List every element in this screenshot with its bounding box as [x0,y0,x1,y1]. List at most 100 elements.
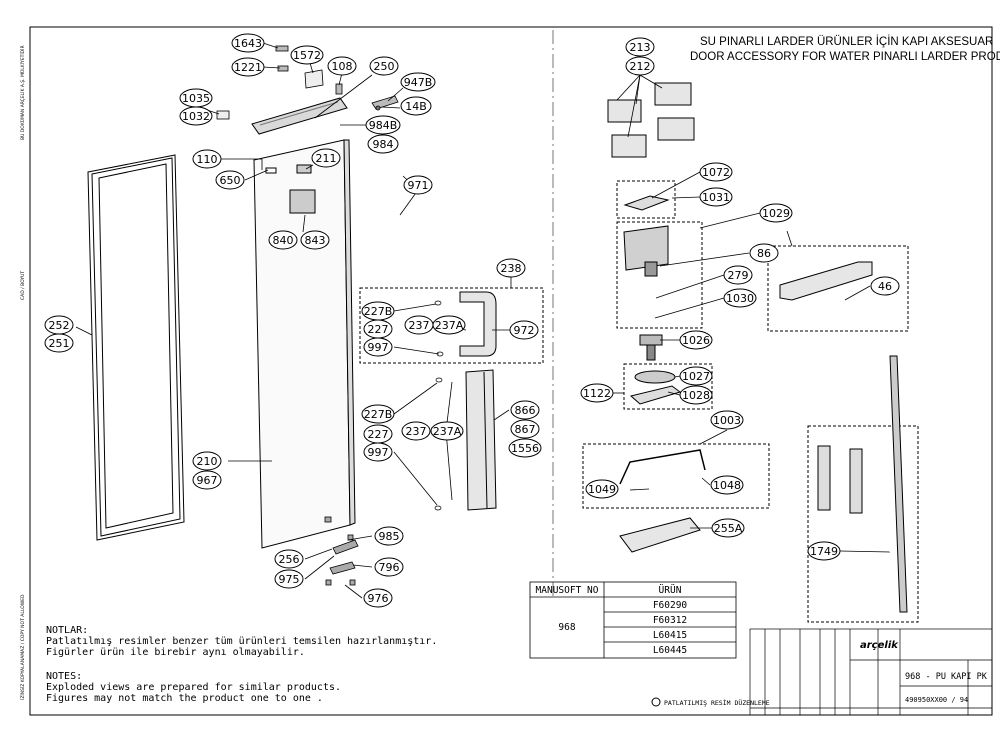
svg-text:227B: 227B [364,305,393,318]
drawing-title: 968 - PU KAPI PK [905,672,988,682]
svg-text:279: 279 [728,269,749,282]
notes-tr-heading: NOTLAR: [46,625,88,636]
svg-text:1028: 1028 [682,389,710,402]
bottom-hinge [324,516,359,586]
model-table-text: MANUSOFT NO ÜRÜN 968 F60290 F60312 L6041… [536,585,688,656]
svg-text:212: 212 [630,60,651,73]
svg-text:1122: 1122 [583,387,611,400]
notes-en-line-1: Exploded views are prepared for similar … [46,682,341,693]
callout-1122: 1122 [580,383,614,403]
callout-108: 108 [327,56,357,76]
callout-975: 975 [274,569,304,589]
callout-250: 250 [369,56,399,76]
svg-text:1556: 1556 [511,442,539,455]
callout-227-lower: 227 [363,424,393,444]
strips [817,445,863,514]
svg-text:CAD / BOYUT: CAD / BOYUT [20,271,26,300]
table-model-value: 968 [558,622,575,633]
stamp-text: PATLATILMIŞ RESİM DÜZENLEME [664,698,770,707]
svg-text:255A: 255A [714,522,743,535]
callout-1030: 1030 [723,288,757,308]
svg-text:237A: 237A [435,319,464,332]
header-title-en: DOOR ACCESSORY FOR WATER PINARLI LARDER … [690,51,1000,63]
callout-976: 976 [363,588,393,608]
callout-1643: 1643 [231,33,265,53]
table-product-4: L60445 [653,645,687,656]
svg-text:985: 985 [379,530,400,543]
callout-255A: 255A [711,518,745,538]
callout-211: 211 [311,148,341,168]
callout-972: 972 [509,320,539,340]
callout-46: 46 [870,276,900,296]
door-gasket [87,154,185,541]
header-title-tr: SU PINARLI LARDER ÜRÜNLER İÇİN KAPI AKSE… [700,35,993,48]
callout-256: 256 [274,549,304,569]
svg-text:1035: 1035 [182,92,210,105]
svg-text:984: 984 [373,138,394,151]
svg-text:843: 843 [305,234,326,247]
callout-866: 866 [510,400,540,420]
svg-text:1029: 1029 [762,207,790,220]
callout-967: 967 [192,470,222,490]
notes-tr-line-1: Patlatılmış resimler benzer tüm ürünleri… [46,636,437,647]
svg-text:110: 110 [197,153,218,166]
svg-text:650: 650 [220,174,241,187]
callout-212: 212 [625,56,655,76]
callout-227-upper: 227 [363,319,393,339]
svg-text:227: 227 [368,323,389,336]
svg-text:251: 251 [49,337,70,350]
title-block [749,628,993,716]
svg-text:108: 108 [332,60,353,73]
callout-1026: 1026 [679,330,713,350]
part-1026 [639,334,663,361]
top-cover-bar [251,97,348,135]
callout-1048: 1048 [710,475,744,495]
callout-237A-lower: 237A [430,421,464,441]
handle-group-box [359,287,544,364]
callout-1072: 1072 [699,162,733,182]
callout-1035: 1035 [179,88,213,108]
stamp-circle [651,697,661,707]
svg-text:1072: 1072 [702,166,730,179]
callout-1221: 1221 [231,57,265,77]
svg-text:213: 213 [630,41,651,54]
callout-227B-upper: 227B [361,301,395,321]
svg-text:1026: 1026 [682,334,710,347]
svg-text:947B: 947B [404,76,433,89]
svg-text:238: 238 [501,262,522,275]
callout-1749: 1749 [807,541,841,561]
callout-210: 210 [192,451,222,471]
tray-1028 [629,385,682,405]
svg-text:840: 840 [273,234,294,247]
svg-text:976: 976 [368,592,389,605]
svg-text:1049: 1049 [588,483,616,496]
callout-14B: 14B [400,96,432,116]
callout-227B-lower: 227B [361,404,395,424]
profile-1749 [889,355,908,613]
callout-971: 971 [403,175,433,195]
handle-972 [459,291,497,357]
svg-text:866: 866 [515,404,536,417]
svg-text:İZİNSİZ KOPYALANAMAZ / COPY NO: İZİNSİZ KOPYALANAMAZ / COPY NOT ALLOWED [19,594,26,700]
box-1029 [767,245,909,332]
svg-text:1221: 1221 [234,61,262,74]
svg-text:211: 211 [316,152,337,165]
callout-1003: 1003 [710,410,744,430]
svg-text:252: 252 [49,319,70,332]
callout-843: 843 [300,230,330,250]
svg-text:210: 210 [197,455,218,468]
callout-1556: 1556 [508,438,542,458]
table-product-2: F60312 [653,615,687,626]
callout-1027: 1027 [679,366,713,386]
callout-237A-upper: 237A [432,315,466,335]
grid-1027 [634,370,676,384]
svg-text:1643: 1643 [234,37,262,50]
callout-1572: 1572 [290,45,324,65]
svg-text:796: 796 [379,561,400,574]
svg-text:237A: 237A [433,425,462,438]
table-header-urun: ÜRÜN [659,585,682,596]
callout-213: 213 [625,37,655,57]
svg-text:1572: 1572 [293,49,321,62]
callout-1028: 1028 [679,385,713,405]
callout-997-upper: 997 [363,337,393,357]
